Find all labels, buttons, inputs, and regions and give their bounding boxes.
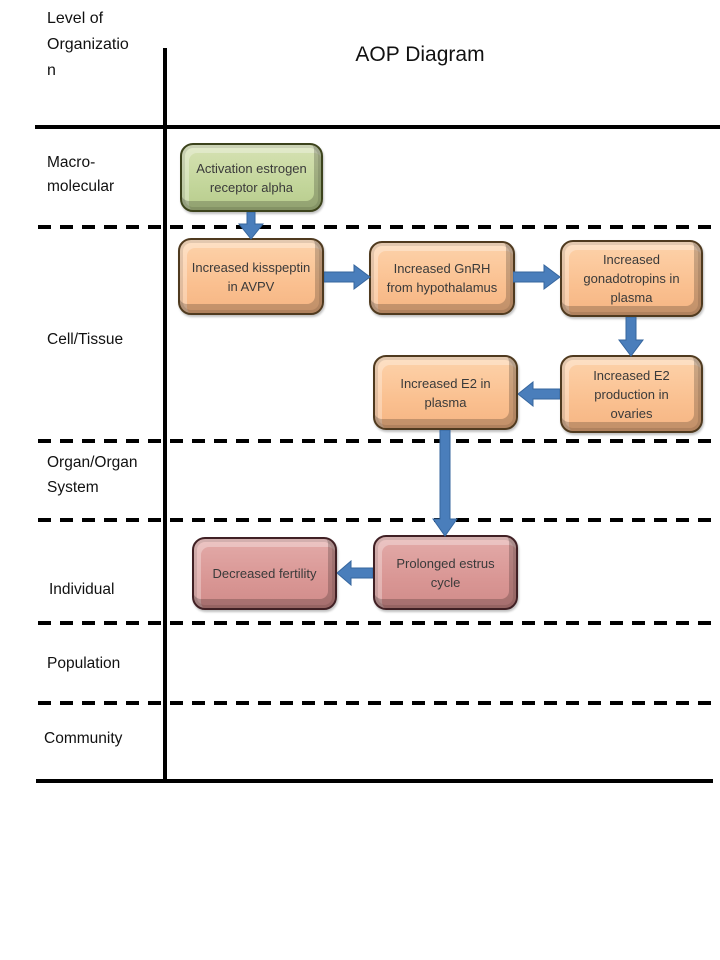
arrow-down-icon [432,430,458,537]
node-prolonged-estrus-cycle: Prolonged estrus cycle [373,535,518,610]
arrow-left-icon [518,381,560,407]
row-label-population: Population [47,655,121,672]
dashed-line-individual-population [38,621,720,625]
arrow-left-icon [337,560,373,586]
node-increased-kisspeptin-avpv: Increased kisspeptin in AVPV [178,238,324,315]
arrow-down-icon [238,212,264,240]
arrow-down-icon [618,317,644,357]
node-increased-gonadotropins-plasma: Increased gonadotropins in plasma [560,240,703,317]
page-title: AOP Diagram [355,43,485,66]
dashed-line-macromolecular-celltissue [38,225,720,229]
node-increased-gnrh-hypothalamus: Increased GnRH from hypothalamus [369,241,515,315]
node-increased-e2-plasma: Increased E2 in plasma [373,355,518,430]
arrow-right-icon [513,264,561,290]
row-label-community: Community [44,730,123,747]
dashed-line-organ-individual [38,518,720,522]
bottom-solid-line [36,779,713,783]
node-increased-e2-production-ovaries: Increased E2 production in ovaries [560,355,703,433]
row-label-organ-system: Organ/Organ System [47,454,138,496]
row-label-individual: Individual [49,581,115,598]
row-label-cell-tissue: Cell/Tissue [47,331,124,348]
node-decreased-fertility: Decreased fertility [192,537,337,610]
arrow-right-icon [324,264,371,290]
top-solid-line [35,125,720,129]
row-label-macromolecular: Macro- molecular [47,154,115,195]
dashed-line-celltissue-organ [38,439,720,443]
level-of-organization-header: Level of Organizatio n [47,10,129,79]
vertical-divider-line [163,48,167,781]
dashed-line-population-community [38,701,720,705]
node-activation-estrogen-receptor-alpha: Activation estrogen receptor alpha [180,143,323,212]
